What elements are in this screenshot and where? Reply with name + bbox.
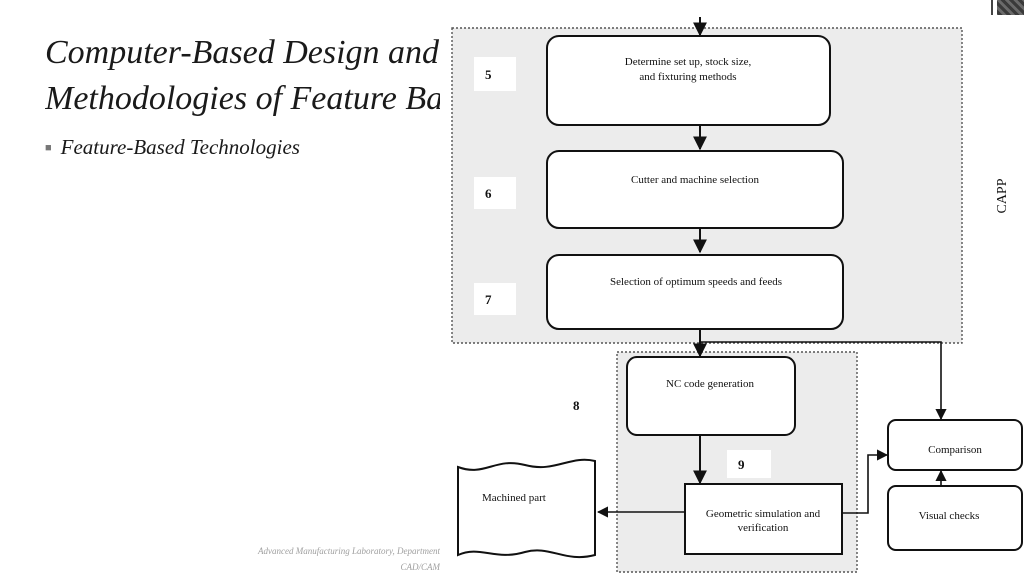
diagram-canvas: CAPP 5 Determine set up, stock size, and… [451,17,1023,573]
machined-part-shape [457,458,596,559]
footer-line-1: Advanced Manufacturing Laboratory, Depar… [258,546,440,556]
bullet-item: ■ Feature-Based Technologies [45,135,300,160]
slide-title-line-1: Computer-Based Design and [45,34,440,71]
step-7-number: 7 [485,292,492,307]
corner-divider [991,0,993,20]
step-9-number: 9 [738,457,745,472]
step-5-box [546,35,831,126]
slide-footer: Advanced Manufacturing Laboratory, Depar… [200,543,440,575]
step-7-text: Selection of optimum speeds and feeds [610,276,782,288]
arrow-7-to-comparison [700,341,947,421]
arrow-9-to-comparison [842,449,889,514]
capp-label: CAPP [995,178,1010,213]
step-8-text: NC code generation [666,378,754,390]
bullet-text: Feature-Based Technologies [60,135,300,159]
footer-line-2: CAD/CAM [400,562,441,572]
slide-title: Computer-Based Design and Methodologies … [45,30,440,122]
slide-title-line-2: Methodologies of Feature Based [45,80,440,117]
comparison-box [887,419,1023,471]
step-6-number: 6 [485,186,492,201]
step-8-number: 8 [573,398,580,413]
process-flow-diagram: CAPP 5 Determine set up, stock size, and… [440,15,1024,576]
step-5-number: 5 [485,67,492,82]
step-6-text: Cutter and machine selection [631,174,759,186]
step-5-text-line-1: Determine set up, stock size, [625,56,752,68]
machined-part-label: Machined part [482,492,546,504]
comparison-text: Comparison [928,444,982,456]
step-6-number-box [474,177,516,209]
step-8-box [626,356,796,436]
step-5-text-line-2: and fixturing methods [639,71,736,83]
step-7-box [546,254,844,330]
step-9-number-box [727,450,771,478]
step-9-box [684,483,843,555]
bullet-square-icon: ■ [45,142,52,154]
step-9-text-line-2: verification [738,522,789,534]
visual-checks-box [887,485,1023,551]
step-7-number-box [474,283,516,315]
step-6-box [546,150,844,229]
step-9-text-line-1: Geometric simulation and [706,508,821,520]
step-5-number-box [474,57,516,91]
visual-checks-text: Visual checks [919,510,980,522]
